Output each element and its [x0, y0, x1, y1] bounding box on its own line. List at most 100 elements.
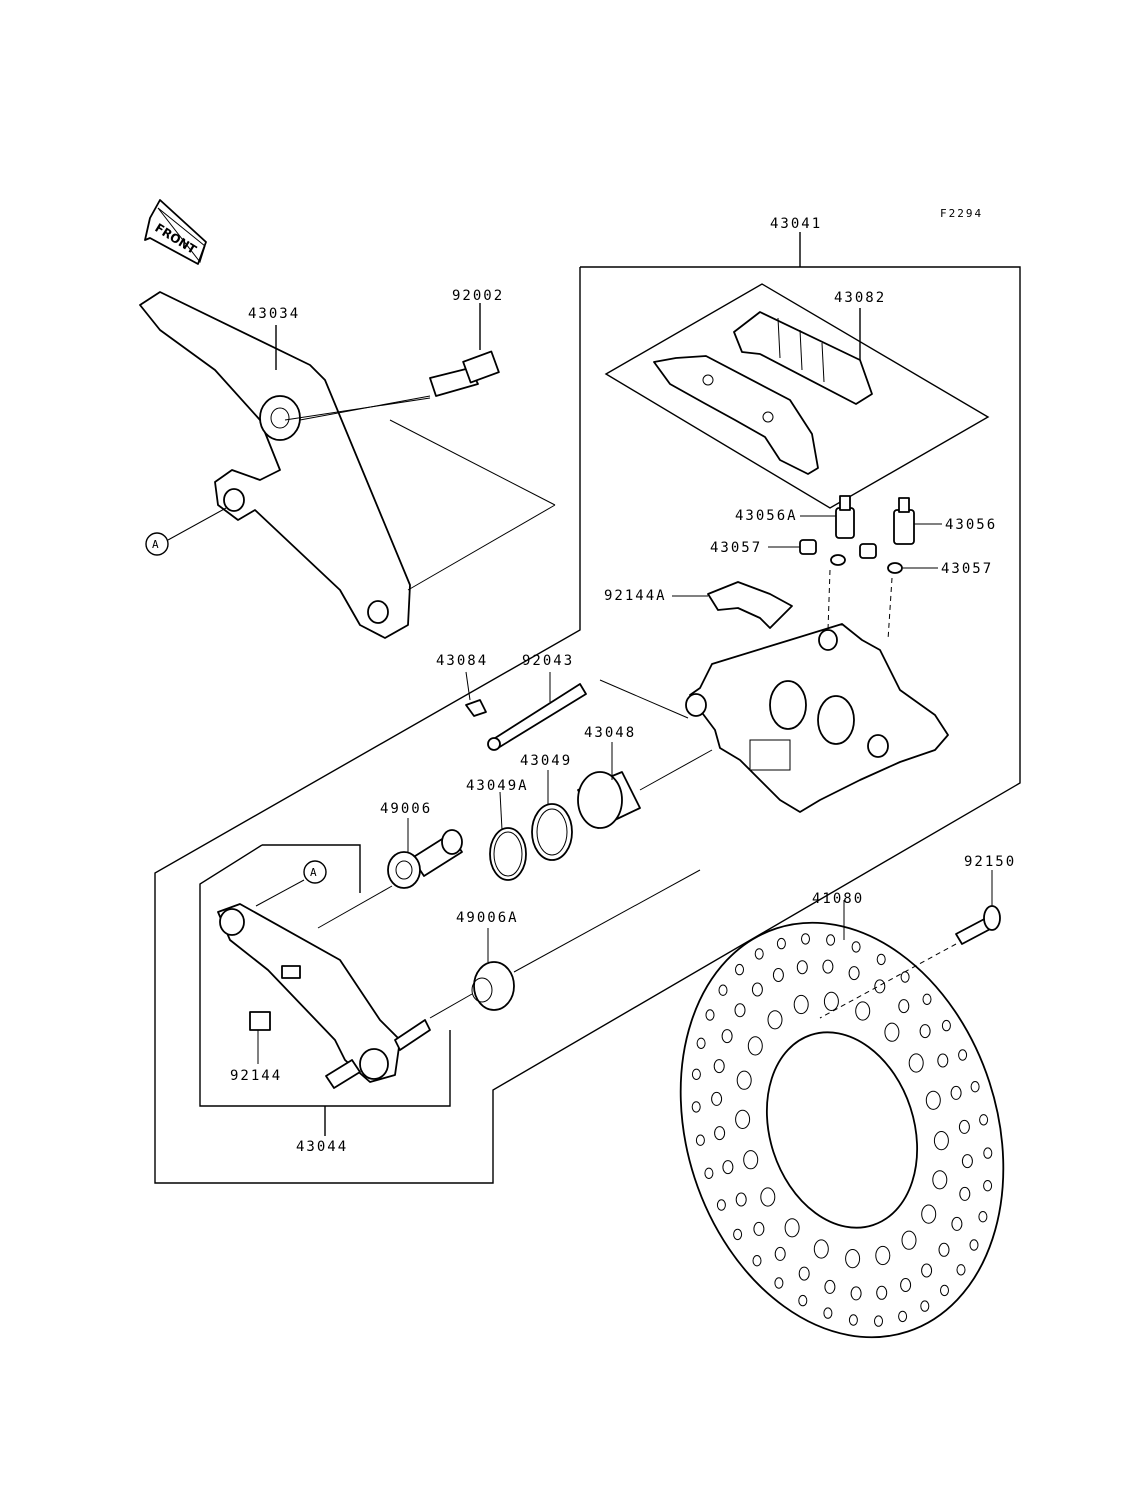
leader-ref-a-top [167, 507, 227, 541]
disc-hole [793, 994, 809, 1015]
disc-hole [940, 1284, 949, 1297]
disc-hole [901, 1230, 917, 1250]
brake-disc [679, 921, 1005, 1339]
label-43034: 43034 [248, 306, 300, 322]
connector-a [317, 885, 393, 929]
boot-49006A [471, 961, 515, 1011]
disc-hole [961, 1154, 973, 1169]
disc-hole [874, 979, 886, 994]
disc-hole [979, 1114, 989, 1126]
connector-b [429, 993, 473, 1019]
disc-hole [747, 1036, 763, 1056]
dash-left [827, 569, 831, 631]
disc-hole [696, 1037, 706, 1050]
disc-hole [959, 1186, 971, 1201]
disc-hole [784, 1218, 800, 1238]
pin-92043 [487, 683, 587, 751]
disc-hole [767, 1010, 783, 1030]
brake-pad-back [733, 311, 873, 405]
disc-hole [932, 1170, 948, 1190]
disc-hole [691, 1101, 701, 1113]
disc-hole [776, 937, 786, 950]
label-43056: 43056 [945, 517, 997, 533]
disc-hole [823, 1307, 833, 1319]
label-43084: 43084 [436, 653, 488, 669]
disc-hole [798, 1266, 810, 1281]
disc-hole [801, 933, 810, 945]
brake-pad-front [653, 355, 819, 475]
disc-hole [826, 934, 836, 946]
disc-hole [983, 1180, 993, 1192]
support-bracket [217, 903, 431, 1089]
leader-43084 [465, 671, 471, 701]
label-49006: 49006 [380, 801, 432, 817]
diagram-reference: F2294 [940, 207, 983, 220]
disc-hole [714, 1126, 726, 1141]
disc-hole [950, 1085, 962, 1100]
disc-hole [921, 1263, 933, 1278]
label-43057-right: 43057 [941, 561, 993, 577]
disc-hole [752, 1255, 762, 1267]
assembly-frame-43041 [154, 266, 1021, 1184]
washer-left [830, 554, 846, 566]
boot-49006 [387, 829, 463, 889]
disc-hole [855, 1001, 871, 1021]
label-92144: 92144 [230, 1068, 282, 1084]
ref-marker-a-top-label: A [152, 538, 161, 551]
leader-boot-to-caliper [513, 869, 701, 973]
dash-right [887, 577, 893, 641]
caliper-body [685, 623, 949, 813]
label-43049: 43049 [520, 753, 572, 769]
disc-hole [691, 1068, 701, 1081]
disc-hole [716, 1199, 726, 1211]
ref-marker-a-bottom [303, 860, 327, 884]
disc-hole [850, 1286, 862, 1301]
washer-right [887, 562, 903, 574]
label-41080: 41080 [812, 891, 864, 907]
disc-hole [695, 1134, 705, 1146]
disc-hole [848, 966, 860, 981]
disc-hole [735, 963, 744, 976]
disc-hole [824, 1279, 836, 1294]
disc-holes [691, 933, 993, 1327]
disc-hole [922, 993, 932, 1005]
label-43044: 43044 [296, 1139, 348, 1155]
disc-hole [941, 1019, 951, 1032]
disc-hole [956, 1264, 966, 1276]
seal-43049A [489, 827, 527, 881]
subframe-body [199, 844, 451, 1107]
label-92043: 92043 [522, 653, 574, 669]
disc-hole [774, 1277, 784, 1289]
disc-hole [925, 1090, 941, 1110]
pad-spring-92144 [249, 1011, 271, 1031]
bolt-92150 [955, 905, 1001, 945]
disc-hole [733, 1228, 743, 1241]
disc-hole [822, 959, 834, 974]
disc-hole [851, 941, 861, 953]
disc-hole [970, 1081, 980, 1093]
disc-hole [704, 1167, 714, 1180]
label-92144A: 92144A [604, 588, 667, 604]
pad-spring-92144A [707, 581, 793, 629]
label-43057-left: 43057 [710, 540, 762, 556]
disc-hole [919, 1024, 931, 1039]
disc-hole [760, 1187, 776, 1207]
disc-hole [848, 1314, 858, 1326]
disc-hole [735, 1109, 751, 1130]
cap-43057-right [859, 543, 877, 559]
disc-hole [920, 1300, 930, 1312]
disc-hole [937, 1053, 949, 1068]
disc-hole [718, 984, 728, 996]
pad-box [604, 283, 990, 509]
subframe-top [262, 844, 361, 893]
disc-hole [798, 1294, 808, 1307]
disc-hole [753, 1221, 765, 1236]
label-92002: 92002 [452, 288, 504, 304]
disc-hole [796, 960, 808, 975]
disc-hole [736, 1070, 752, 1090]
cap-43057-left [799, 539, 817, 555]
clip-43084 [465, 699, 487, 717]
disc-hole [813, 1239, 829, 1259]
caliper-bracket [139, 291, 411, 639]
